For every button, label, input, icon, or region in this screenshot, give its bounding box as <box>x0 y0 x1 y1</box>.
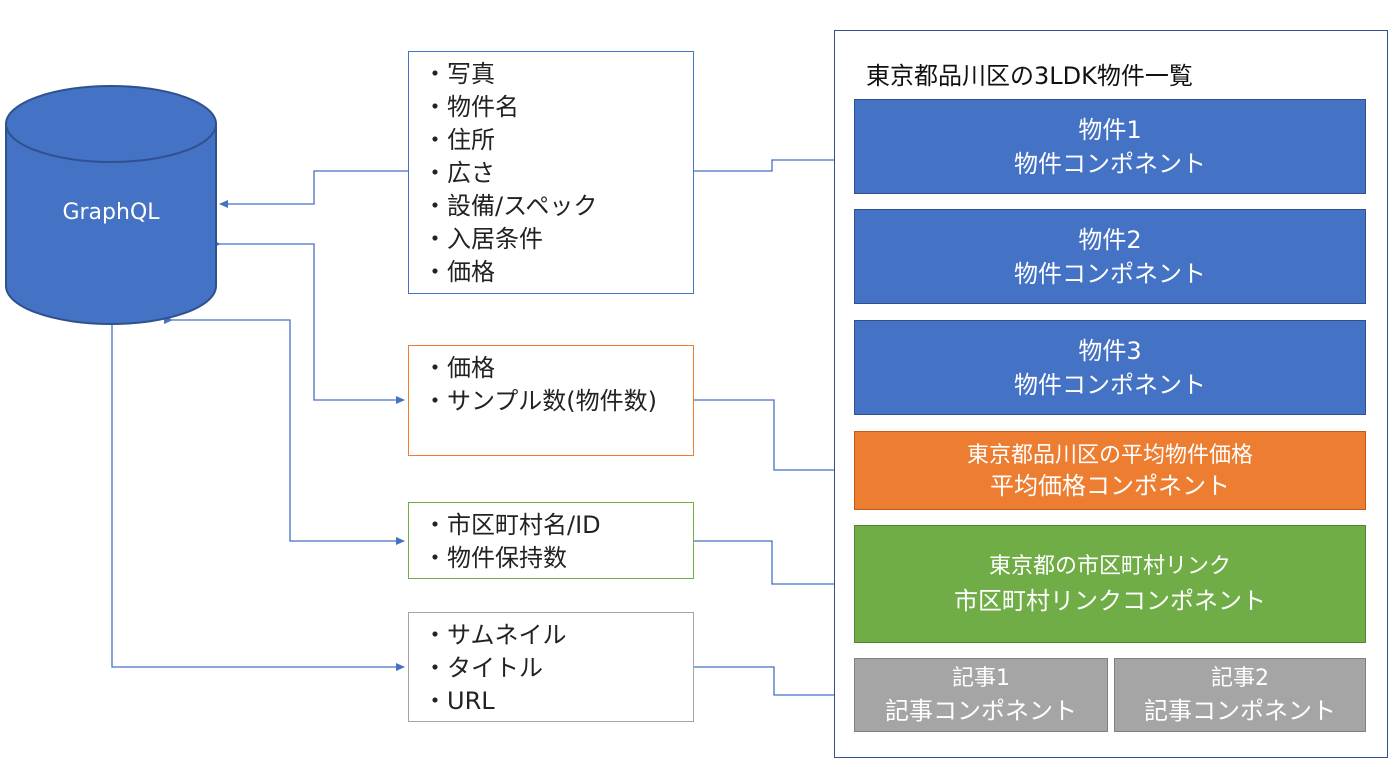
field-item: ・URL <box>423 687 495 715</box>
field-item: ・物件保持数 <box>423 544 567 572</box>
component-title: 物件1 <box>1078 115 1142 144</box>
component-type: 平均価格コンポネント <box>990 471 1230 500</box>
field-item: ・タイトル <box>423 654 543 682</box>
connector-graphql-price <box>212 240 405 404</box>
property-component-1: 物件1 物件コンポネント <box>854 99 1366 194</box>
field-item: ・広さ <box>423 159 495 187</box>
component-title: 物件2 <box>1078 225 1142 254</box>
field-item: ・入居条件 <box>423 225 543 253</box>
connector-price-to-component <box>694 399 851 474</box>
component-type: 物件コンポネント <box>1014 149 1206 178</box>
component-title: 東京都品川区の平均物件価格 <box>966 442 1253 468</box>
field-item: ・価格 <box>423 354 495 382</box>
component-title: 物件3 <box>1078 336 1142 365</box>
field-item: ・サムネイル <box>423 621 567 649</box>
property-component-2: 物件2 物件コンポネント <box>854 209 1366 304</box>
connector-graphql-article <box>108 318 405 671</box>
page-title: 東京都品川区の3LDK物件一覧 <box>866 62 1193 90</box>
component-type: 記事コンポネント <box>885 697 1077 725</box>
field-item: ・写真 <box>423 60 495 88</box>
component-title: 東京都の市区町村リンク <box>988 554 1231 579</box>
city-link-component: 東京都の市区町村リンク 市区町村リンクコンポネント <box>854 525 1366 643</box>
article-component-2: 記事2 記事コンポネント <box>1114 658 1366 732</box>
component-type: 物件コンポネント <box>1014 370 1206 399</box>
connector-property-to-component <box>694 156 851 172</box>
property-component-3: 物件3 物件コンポネント <box>854 320 1366 415</box>
property-fields-box: ・写真 ・物件名 ・住所 ・広さ ・設備/スペック ・入居条件 ・価格 <box>408 51 694 294</box>
component-type: 市区町村リンクコンポネント <box>954 587 1266 615</box>
price-fields-box: ・価格 ・サンプル数(物件数) <box>408 345 694 456</box>
connector-city-to-component <box>694 540 851 588</box>
connector-article-to-component <box>694 666 851 699</box>
field-item: ・サンプル数(物件数) <box>423 387 658 415</box>
field-item: ・市区町村名/ID <box>423 511 601 539</box>
component-type: 物件コンポネント <box>1014 259 1206 288</box>
connector-property-to-graphql <box>219 170 408 208</box>
field-item: ・物件名 <box>423 93 519 121</box>
average-price-component: 東京都品川区の平均物件価格 平均価格コンポネント <box>854 431 1366 510</box>
connector-graphql-city <box>164 316 405 545</box>
article-component-1: 記事1 記事コンポネント <box>854 658 1108 732</box>
component-title: 記事1 <box>952 666 1010 691</box>
field-item: ・住所 <box>423 126 495 154</box>
component-type: 記事コンポネント <box>1144 697 1336 725</box>
field-item: ・価格 <box>423 258 495 286</box>
graphql-label: GraphQL <box>62 200 160 225</box>
component-title: 記事2 <box>1211 666 1269 691</box>
database-cylinder-icon <box>5 85 217 325</box>
article-fields-box: ・サムネイル ・タイトル ・URL <box>408 612 694 722</box>
field-item: ・設備/スペック <box>423 192 598 220</box>
city-fields-box: ・市区町村名/ID ・物件保持数 <box>408 502 694 579</box>
